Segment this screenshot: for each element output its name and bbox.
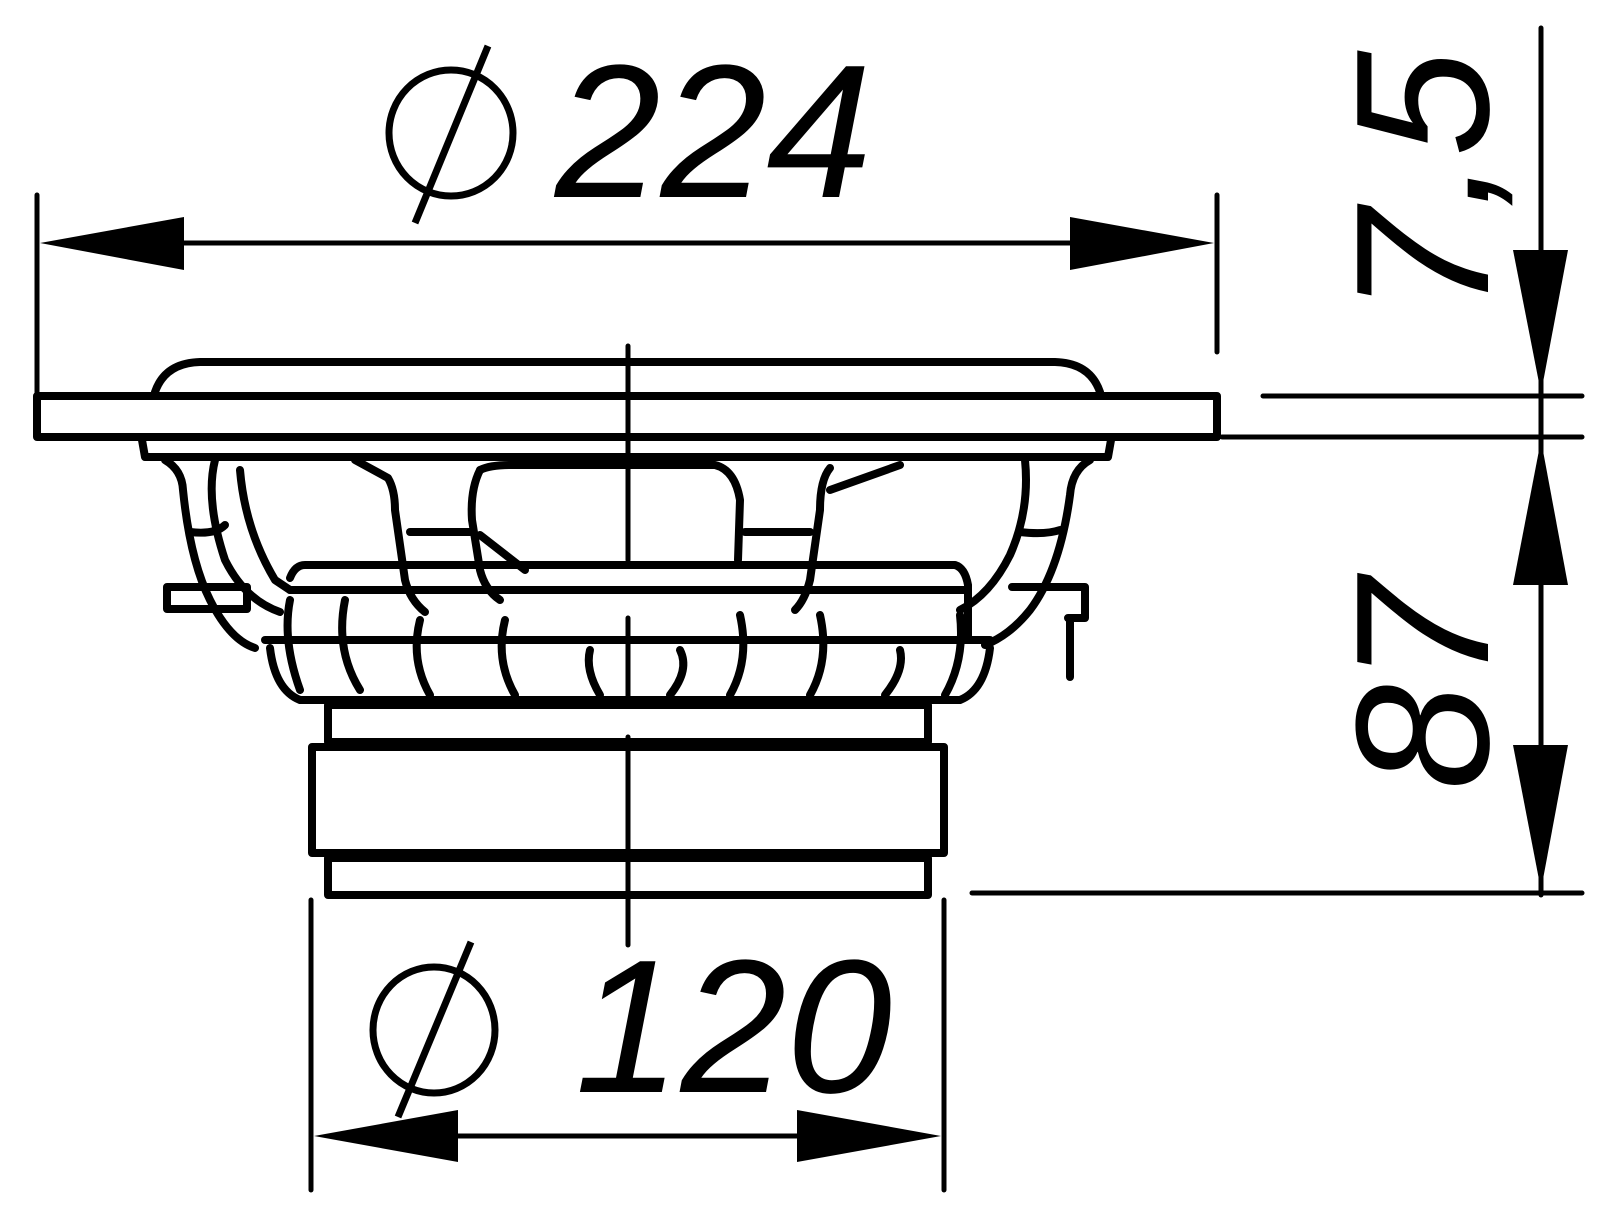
spider-fold-10: [941, 611, 965, 699]
arrowhead-right-icon: [1070, 217, 1214, 270]
basket-arch-3: [791, 464, 834, 614]
dimension-outer-diameter: 224: [34, 26, 1220, 398]
basket-leg-left-inner: [207, 456, 284, 616]
outer-diameter-value: 224: [553, 26, 872, 238]
spider-fold-2: [338, 596, 364, 694]
arrowhead-left-icon: [40, 217, 184, 270]
mount-depth-value: 87: [1317, 572, 1529, 790]
arrowhead-right-icon: [797, 1110, 941, 1162]
spider-fold-6: [666, 646, 688, 699]
basket-brace-right: [826, 461, 904, 494]
spider-fold-9: [881, 646, 905, 699]
dimension-magnet-diameter: 120: [308, 897, 947, 1193]
arrowhead-left-icon: [314, 1110, 458, 1162]
basket-window-center: [476, 461, 744, 564]
spider-fold-5: [584, 646, 604, 699]
leg-band-left: [186, 521, 229, 537]
spider-fold-3: [412, 616, 434, 699]
flange-height-value: 7,5: [1317, 50, 1529, 315]
diameter-symbol-icon: [369, 940, 499, 1119]
basket-leg-left-inner2: [236, 466, 294, 594]
terminal-tab-right: [1008, 583, 1089, 622]
leg-band-right: [1016, 526, 1064, 538]
magnet-diameter-value: 120: [575, 921, 892, 1133]
basket-arch-1: [351, 456, 429, 616]
mount-plate-top: [286, 561, 972, 644]
spider-fold-4: [497, 616, 519, 699]
arrowhead-down-icon: [1513, 250, 1568, 393]
spider-fold-1: [283, 596, 304, 694]
spider-fold-7: [726, 611, 748, 699]
arrowhead-up-icon: [1513, 440, 1568, 585]
spider-fold-8: [806, 611, 828, 699]
dimension-vertical: 7,5 87: [969, 25, 1585, 898]
terminal-tab-left: [163, 583, 251, 613]
basket-leg-right-inner: [956, 456, 1030, 614]
basket-leg-right-outer: [981, 456, 1094, 649]
diameter-symbol-icon: [385, 44, 517, 225]
arrowhead-down-icon: [1513, 745, 1568, 890]
basket-leg-left-outer: [161, 456, 259, 652]
